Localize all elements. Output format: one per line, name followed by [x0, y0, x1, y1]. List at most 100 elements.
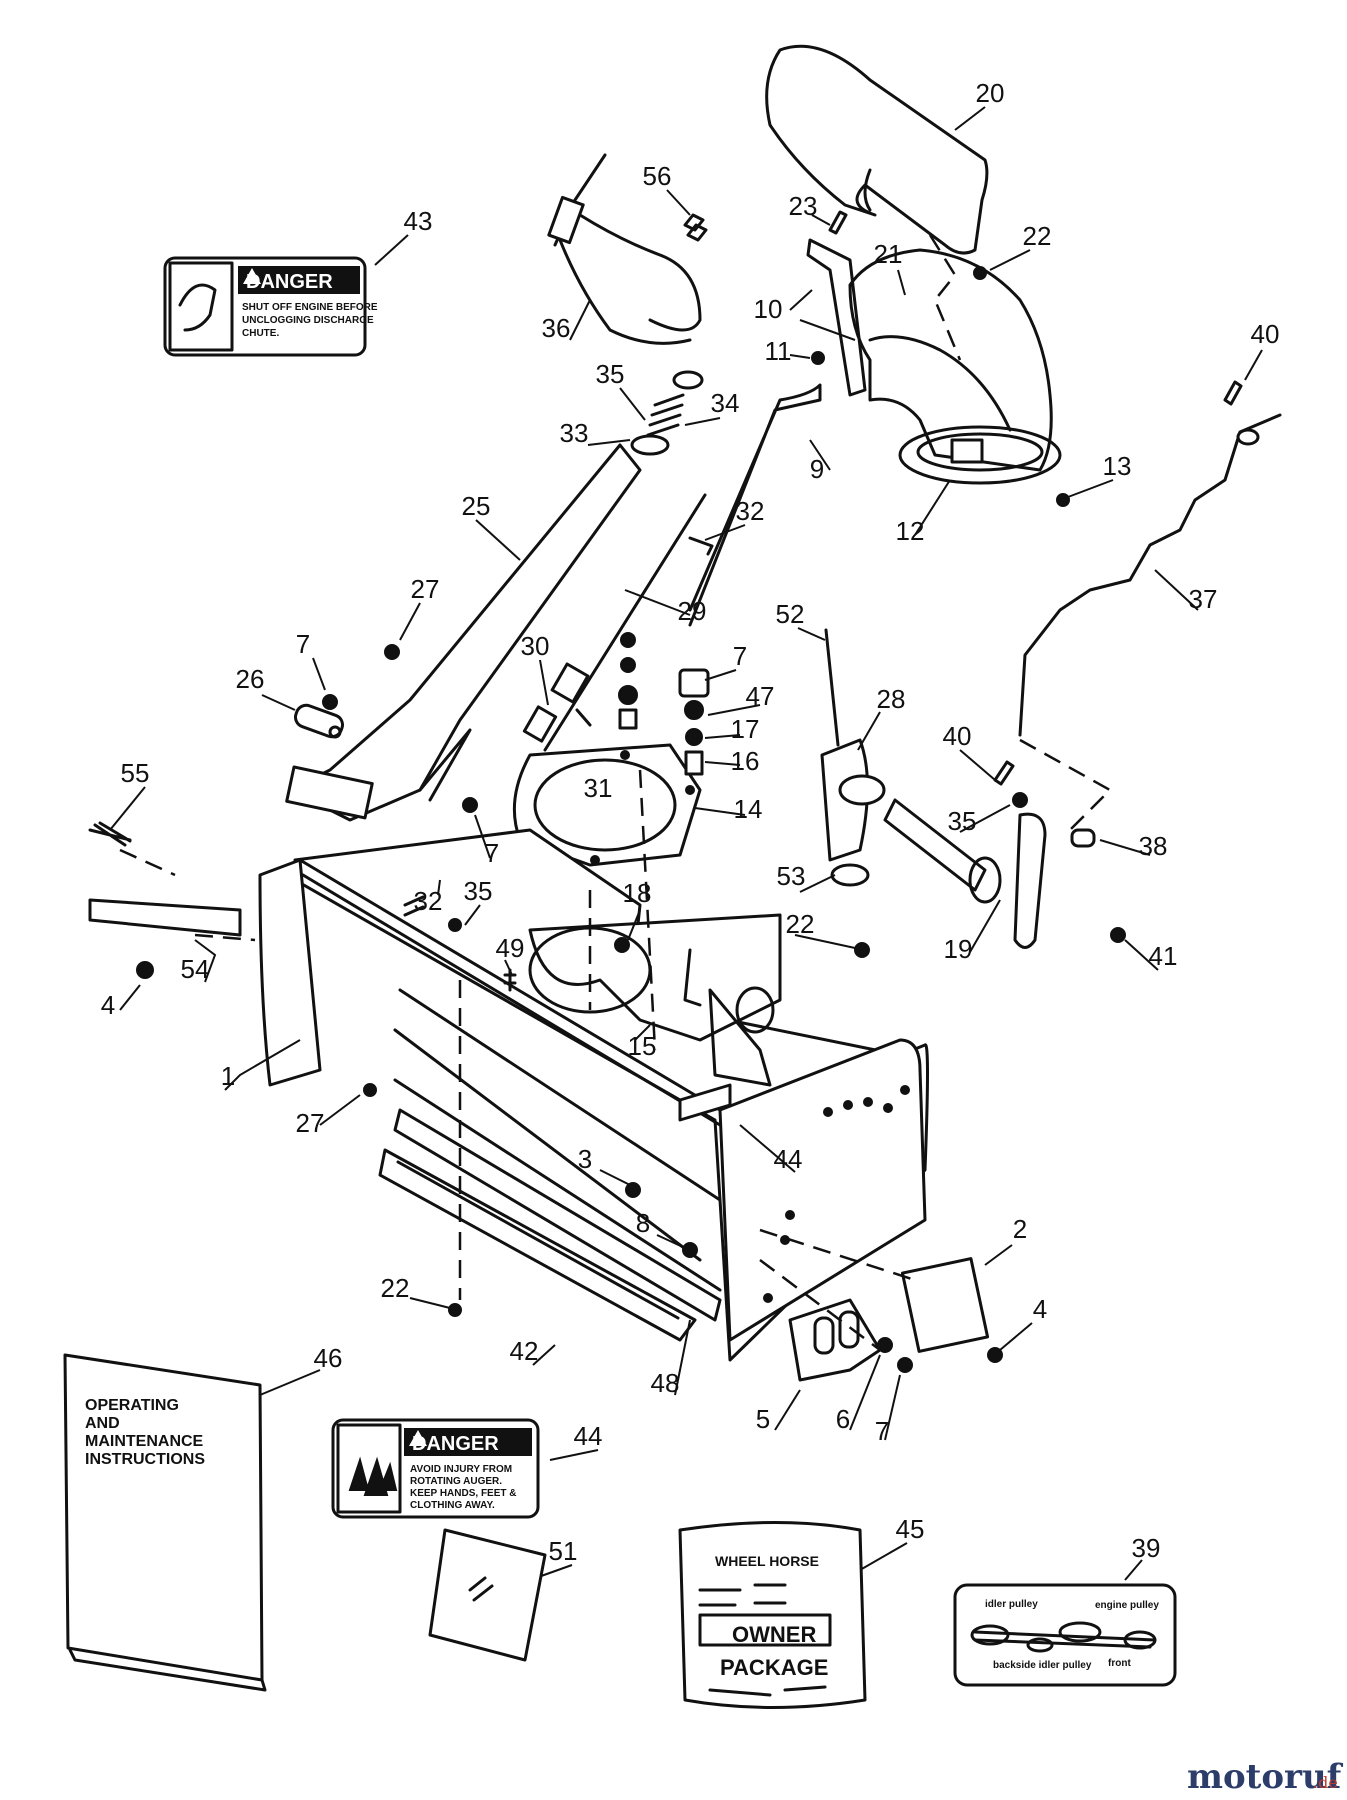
discharge-chute — [848, 248, 1062, 485]
callout-5: 5 — [756, 1404, 770, 1434]
callout-7: 7 — [875, 1416, 889, 1446]
callout-7: 7 — [733, 641, 747, 671]
danger-44-line2: ROTATING AUGER. — [410, 1476, 502, 1487]
danger-43-heading: DANGER — [246, 271, 333, 293]
pin-23 — [828, 210, 848, 235]
pin-32-top — [688, 536, 714, 556]
spring-stack — [630, 370, 704, 456]
shave-plate-42-inner — [396, 1160, 680, 1320]
washer-6 — [877, 1337, 893, 1353]
callout-23: 23 — [789, 191, 818, 221]
chute-support-tube — [285, 443, 642, 822]
belt-routing-decal-39: idler pulley engine pulley backside idle… — [953, 1583, 1177, 1687]
danger-decal-44: DANGER AVOID INJURY FROM ROTATING AUGER.… — [331, 1418, 540, 1519]
danger-44-heading: DANGER — [412, 1433, 499, 1455]
chute-crank-rod — [688, 238, 867, 627]
collar-38 — [1070, 828, 1096, 848]
lift-rod-37 — [1018, 380, 1282, 737]
link-26 — [294, 694, 344, 739]
callout-43: 43 — [404, 206, 433, 236]
dash-55 — [119, 848, 176, 877]
washer-stack — [618, 632, 710, 776]
bolt-8 — [682, 1242, 698, 1258]
chute-deflector — [765, 44, 989, 255]
callout-38: 38 — [1139, 831, 1168, 861]
nut-22-bottom — [448, 1303, 462, 1317]
plate-2 — [900, 1257, 990, 1353]
bolt-27-top — [384, 644, 400, 660]
callout-44: 44 — [574, 1421, 603, 1451]
callout-56: 56 — [643, 161, 672, 191]
callout-45: 45 — [896, 1514, 925, 1544]
callout-39: 39 — [1132, 1533, 1161, 1563]
callout-40: 40 — [1251, 319, 1280, 349]
callout-40: 40 — [943, 721, 972, 751]
nut-22-top — [973, 266, 987, 280]
nut-7-bottom — [897, 1357, 913, 1373]
owner-package: WHEEL HORSE OWNER PACKAGE — [678, 1521, 867, 1709]
nut-4-right — [987, 1347, 1003, 1363]
manual-line4: INSTRUCTIONS — [85, 1451, 205, 1468]
belt-backside-label: backside idler pulley — [993, 1660, 1092, 1671]
callout-19: 19 — [944, 934, 973, 964]
callout-6: 6 — [836, 1404, 850, 1434]
dash-37-38 — [1019, 738, 1113, 831]
callout-25: 25 — [462, 491, 491, 521]
nut-41 — [1110, 927, 1126, 943]
manual-line3: MAINTENANCE — [85, 1433, 204, 1450]
callout-44: 44 — [774, 1144, 803, 1174]
nut-7-mid — [462, 797, 478, 813]
bolt-49 — [503, 968, 517, 992]
callout-22: 22 — [1023, 221, 1052, 251]
callout-4: 4 — [101, 990, 115, 1020]
nut-22-mid — [854, 942, 870, 958]
callout-36: 36 — [542, 313, 571, 343]
washer-35-left — [448, 918, 462, 932]
callout-18: 18 — [623, 878, 652, 908]
callout-27: 27 — [296, 1108, 325, 1138]
bolt-27-bottom — [363, 1083, 377, 1097]
pin-32-left — [403, 895, 425, 917]
leader-lines — [109, 106, 1263, 1581]
rod-29 — [522, 493, 707, 752]
dash-54 — [194, 933, 256, 942]
callout-2: 2 — [1013, 1214, 1027, 1244]
dash-14-15 — [638, 769, 657, 1051]
callout-8: 8 — [636, 1208, 650, 1238]
belt-idler-label: idler pulley — [985, 1599, 1038, 1610]
scraper-bar-48 — [393, 1108, 722, 1322]
callout-41: 41 — [1149, 941, 1178, 971]
callout-7: 7 — [485, 838, 499, 868]
callout-32: 32 — [414, 886, 443, 916]
nut-4-left — [136, 961, 154, 979]
nut-18 — [614, 937, 630, 953]
bracket-54 — [88, 898, 242, 937]
callout-14: 14 — [734, 794, 763, 824]
bearing-flange — [512, 743, 702, 867]
skid-shoe-5 — [788, 1298, 882, 1382]
callout-20: 20 — [976, 78, 1005, 108]
callout-10: 10 — [754, 294, 783, 324]
watermark-brand: motoruf — [1187, 1757, 1344, 1797]
danger-decal-43: DANGER SHUT OFF ENGINE BEFORE UNCLOGGING… — [163, 256, 378, 357]
callout-1: 1 — [221, 1061, 235, 1091]
callout-7: 7 — [296, 629, 310, 659]
callout-9: 9 — [810, 454, 824, 484]
callout-54: 54 — [181, 954, 210, 984]
callout-13: 13 — [1103, 451, 1132, 481]
owner-package-brand: WHEEL HORSE — [715, 1553, 819, 1569]
owner-package-line2: PACKAGE — [720, 1655, 828, 1680]
washer-35-right — [1012, 792, 1028, 808]
bolt-55 — [88, 821, 132, 847]
callout-15: 15 — [628, 1031, 657, 1061]
bolt-13 — [1056, 493, 1070, 507]
dash-5 — [759, 1259, 881, 1351]
callout-28: 28 — [877, 684, 906, 714]
callout-16: 16 — [731, 746, 760, 776]
remote-cable — [547, 153, 702, 345]
reflector-decal-51 — [428, 1528, 547, 1662]
danger-43-line2: UNCLOGGING DISCHARGE — [242, 315, 374, 326]
danger-44-line1: AVOID INJURY FROM — [410, 1464, 512, 1475]
